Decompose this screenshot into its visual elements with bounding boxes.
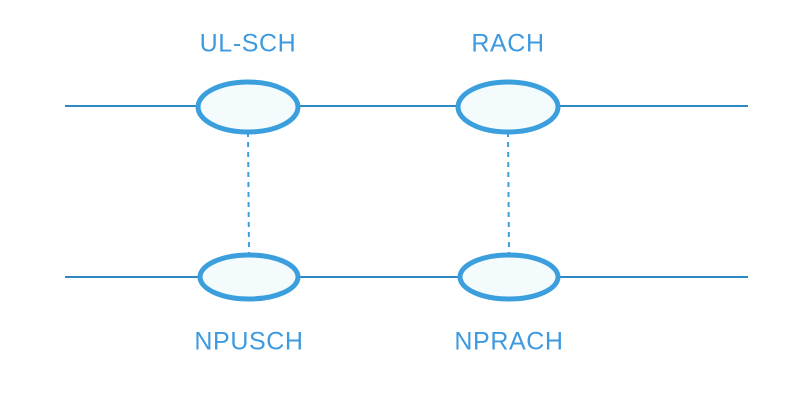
node-ul-sch[interactable] [195, 79, 301, 135]
node-npusch[interactable] [197, 252, 301, 302]
mapping-link-rach-to-nprach [507, 131, 510, 256]
node-label-ul-sch: UL-SCH [200, 30, 297, 58]
node-label-rach: RACH [471, 30, 544, 58]
node-label-npusch: NPUSCH [194, 328, 303, 356]
node-nprach[interactable] [457, 252, 561, 302]
mapping-link-ulsch-to-npusch [247, 131, 250, 256]
node-label-nprach: NPRACH [454, 328, 563, 356]
node-rach[interactable] [455, 79, 561, 135]
